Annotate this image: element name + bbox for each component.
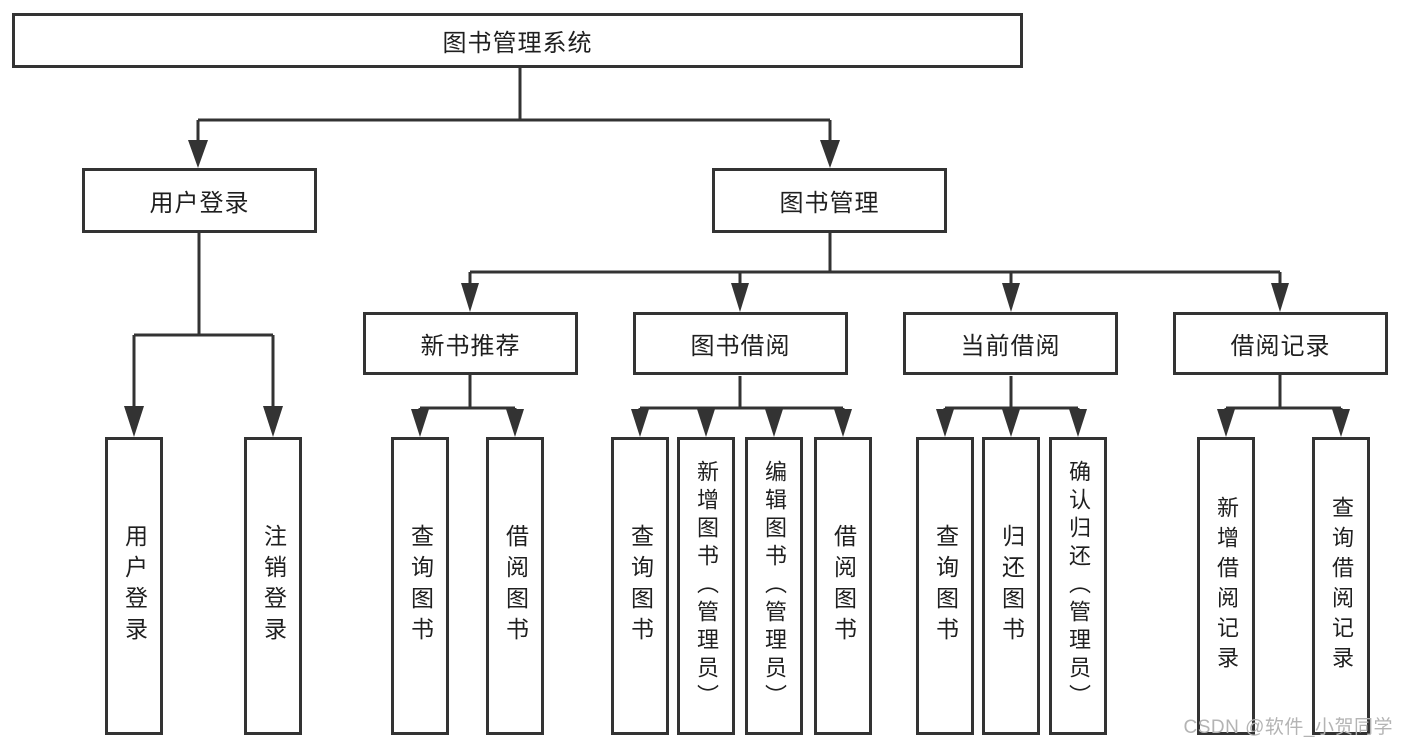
node-label: 查询图书 (627, 524, 654, 648)
node-label: 用户登录 (121, 524, 148, 648)
leaf-cb-query-books: 查询图书 (916, 437, 974, 735)
leaf-br-query-record: 查询借阅记录 (1312, 437, 1370, 735)
leaf-user-login: 用户登录 (105, 437, 163, 735)
node-book-management: 图书管理 (712, 168, 947, 233)
node-label: 图书管理系统 (442, 30, 593, 57)
arrowhead (124, 406, 144, 437)
arrowhead (1002, 283, 1020, 312)
node-root: 图书管理系统 (12, 13, 1023, 68)
arrowhead (1217, 409, 1235, 437)
arrowhead (820, 140, 840, 168)
node-new-book-recommend: 新书推荐 (363, 312, 578, 375)
node-label: 查询借阅记录 (1329, 496, 1354, 676)
arrowhead (506, 409, 524, 437)
leaf-nbr-query-books: 查询图书 (391, 437, 449, 735)
arrowhead (188, 140, 208, 168)
node-label: 当前借阅 (960, 333, 1061, 360)
node-label: 归还图书 (998, 524, 1025, 648)
leaf-nbr-borrow-books: 借阅图书 (486, 437, 544, 735)
node-label: 新书推荐 (420, 333, 521, 360)
node-borrow-records: 借阅记录 (1173, 312, 1388, 375)
arrowhead (411, 409, 429, 437)
arrowhead (765, 409, 783, 437)
arrowhead (834, 409, 852, 437)
node-label: 图书管理 (779, 190, 880, 217)
arrowhead (697, 409, 715, 437)
arrowhead (1271, 283, 1289, 312)
node-label: 新增借阅记录 (1214, 496, 1239, 676)
node-current-borrow: 当前借阅 (903, 312, 1118, 375)
arrowhead (1069, 409, 1087, 437)
node-label: 用户登录 (149, 190, 250, 217)
leaf-logout: 注销登录 (244, 437, 302, 735)
arrowhead (936, 409, 954, 437)
leaf-bb-borrow-books: 借阅图书 (814, 437, 872, 735)
leaf-bb-edit-books: 编辑图书（管理员） (745, 437, 803, 735)
leaf-bb-query-books: 查询图书 (611, 437, 669, 735)
node-label: 借阅图书 (502, 524, 529, 648)
leaf-cb-confirm-return: 确认归还（管理员） (1049, 437, 1107, 735)
arrowhead (1332, 409, 1350, 437)
node-label: 编辑图书（管理员） (762, 460, 787, 712)
node-label: 图书借阅 (690, 333, 791, 360)
node-label: 借阅记录 (1230, 333, 1331, 360)
node-label: 新增图书（管理员） (694, 460, 719, 712)
node-book-borrow: 图书借阅 (633, 312, 848, 375)
leaf-bb-add-books: 新增图书（管理员） (677, 437, 735, 735)
node-user-login: 用户登录 (82, 168, 317, 233)
node-label: 查询图书 (407, 524, 434, 648)
watermark: CSDN @软件_小贺同学 (1183, 717, 1393, 738)
node-label: 借阅图书 (830, 524, 857, 648)
node-label: 查询图书 (932, 524, 959, 648)
node-label: 注销登录 (260, 524, 287, 648)
leaf-cb-return-books: 归还图书 (982, 437, 1040, 735)
arrowhead (263, 406, 283, 437)
node-label: 确认归还（管理员） (1066, 460, 1091, 712)
leaf-br-add-record: 新增借阅记录 (1197, 437, 1255, 735)
arrowhead (731, 283, 749, 312)
arrowhead (631, 409, 649, 437)
arrowhead (1002, 409, 1020, 437)
arrowhead (461, 283, 479, 312)
